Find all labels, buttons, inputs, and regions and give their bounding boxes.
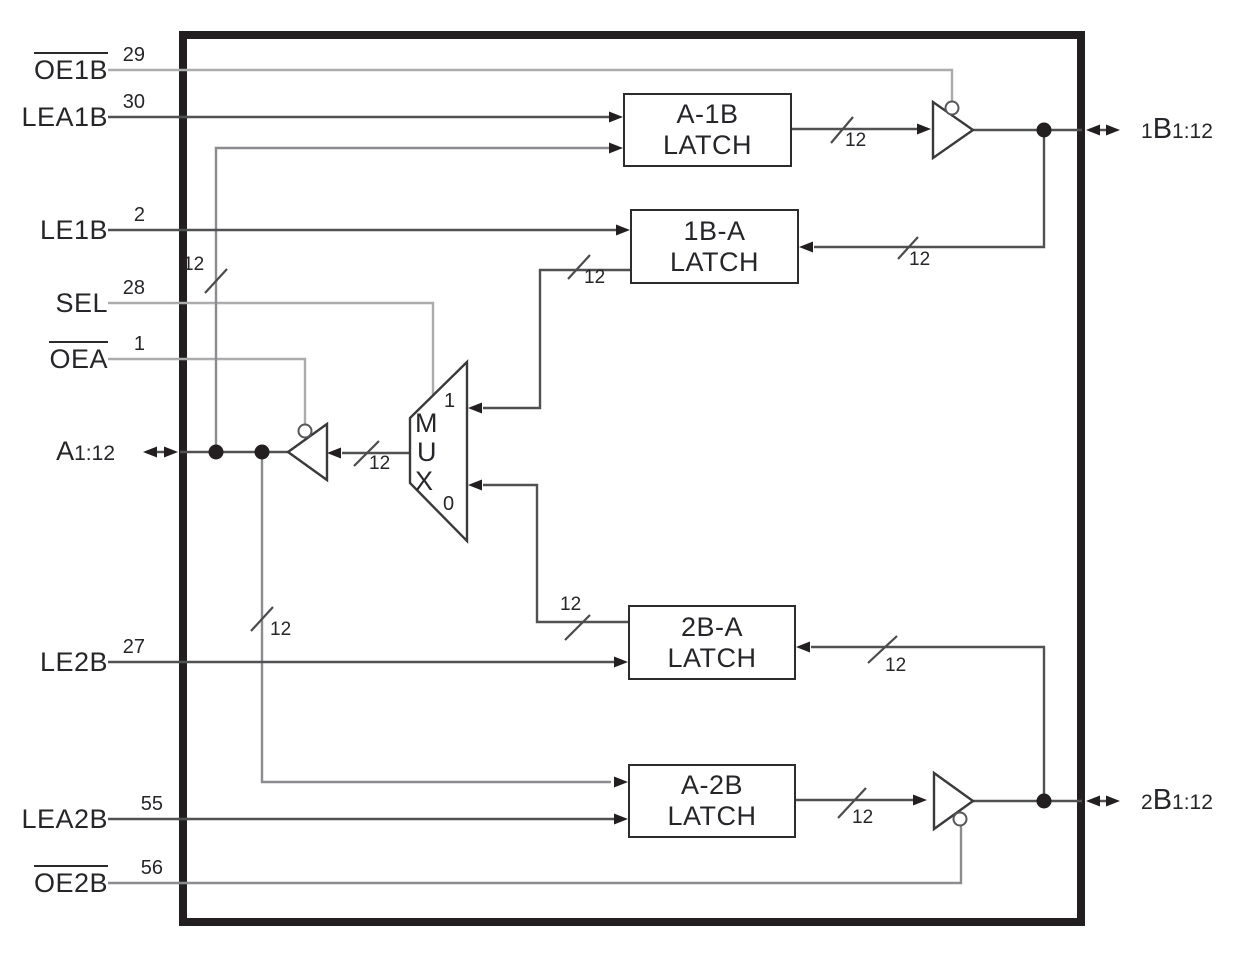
latch-a-1b-line1: A-1B (676, 99, 739, 129)
latch-a-2b-line1: A-2B (680, 770, 744, 800)
pin-label-oe2b: OE2B (33, 865, 108, 899)
wire-2b-feedback (811, 645, 1046, 801)
buffer-1b-enable-bubble-icon (944, 100, 960, 116)
mux-input-0-label: 0 (443, 493, 455, 515)
arrowhead (614, 813, 628, 825)
wire-1b-feedback (814, 130, 1046, 249)
wire-oea (108, 357, 307, 424)
mux-input-1-label: 1 (444, 390, 456, 412)
latch-a-1b-line2: LATCH (662, 130, 752, 160)
bus-slash (567, 254, 591, 280)
arrowhead (614, 656, 628, 668)
pin-number-55: 55 (140, 793, 163, 815)
bus-width-label: 12 (369, 453, 391, 474)
junction-dot (1036, 793, 1052, 809)
pin-label-oea: OEA (49, 341, 108, 375)
junction-dot (254, 444, 270, 460)
arrowhead (164, 446, 178, 458)
arrowhead (1106, 124, 1120, 136)
pin-label-lea1b: LEA1B (21, 102, 108, 132)
wire-1ba-latch-to-mux (483, 268, 630, 410)
junction-dot (208, 444, 224, 460)
bus-width-label: 12 (270, 619, 292, 640)
bus-slash (867, 635, 898, 664)
buffer-1b-triangle (931, 99, 976, 161)
wire-a-to-a2b-latch (260, 452, 611, 784)
arrowhead (609, 111, 623, 123)
mux-letter-u: U (417, 437, 437, 467)
buffer-a-enable-bubble-icon (297, 423, 313, 439)
port-label-2b: 2B1:12 (1141, 784, 1213, 816)
arrowhead (913, 794, 927, 806)
bus-width-label: 12 (845, 130, 867, 151)
arrowhead (614, 776, 628, 788)
pin-number-28: 28 (122, 277, 145, 299)
bus-slash (353, 440, 380, 467)
pin-label-le2b: LE2B (39, 647, 108, 677)
latch-1b-a: 1B-A LATCH (630, 209, 799, 284)
wire-2ba-latch-to-mux (483, 483, 628, 624)
mux-body (408, 359, 469, 544)
bus-slash (837, 787, 867, 819)
bus-slash (564, 614, 591, 641)
mux-letter-x: X (415, 466, 434, 496)
arrowhead (327, 447, 341, 459)
bus-width-label: 12 (852, 807, 874, 828)
bus-width-label: 12 (584, 267, 606, 288)
buffer-2b-enable-bubble-icon (952, 811, 968, 827)
bus-width-label: 12 (183, 254, 205, 275)
buffer-2b-triangle (932, 770, 976, 832)
latch-a-2b: A-2B LATCH (628, 764, 796, 838)
pin-number-56: 56 (140, 857, 163, 879)
latch-1b-a-line2: LATCH (669, 246, 759, 277)
bus-width-label: 12 (909, 249, 931, 270)
port-label-1b: 1B1:12 (1141, 113, 1213, 145)
arrowhead (609, 142, 623, 154)
pin-number-2: 2 (133, 204, 145, 226)
pin-number-30: 30 (122, 91, 145, 113)
arrowhead (1106, 795, 1120, 807)
bus-width-label: 12 (560, 594, 582, 615)
latch-2b-a-line2: LATCH (667, 642, 757, 673)
arrowhead (796, 641, 810, 653)
arrowhead (468, 402, 482, 414)
arrowhead (1086, 124, 1100, 136)
pin-label-le1b: LE1B (39, 215, 108, 245)
pin-label-sel: SEL (55, 288, 108, 318)
arrowhead (616, 224, 630, 236)
pin-number-27: 27 (122, 636, 145, 658)
ic-boundary (179, 31, 1085, 926)
latch-a-2b-line2: LATCH (667, 801, 757, 831)
latch-1b-a-line1: 1B-A (683, 215, 746, 246)
arrowhead (1086, 795, 1100, 807)
pin-number-29: 29 (122, 44, 145, 66)
bus-slash (897, 236, 919, 260)
latch-a-1b: A-1B LATCH (623, 93, 792, 167)
latch-2b-a: 2B-A LATCH (628, 605, 796, 680)
wire-sel (108, 301, 435, 396)
mux-letter-m: M (415, 408, 438, 438)
arrowhead (143, 446, 157, 458)
arrowhead (799, 241, 813, 253)
bus-slash (250, 606, 274, 632)
pin-number-1: 1 (133, 333, 145, 355)
bus-slash (830, 116, 854, 144)
wire-a-to-a1b-latch (214, 146, 611, 452)
pin-label-oe1b: OE1B (33, 52, 108, 86)
junction-dot (1036, 122, 1052, 138)
wire-oe2b (108, 826, 963, 885)
latch-2b-a-line1: 2B-A (680, 611, 744, 642)
pin-label-lea2b: LEA2B (21, 804, 108, 834)
bus-slash (204, 268, 228, 294)
arrowhead (917, 123, 931, 135)
wire-oe1b (108, 68, 954, 101)
arrowhead (468, 479, 482, 491)
bus-width-label: 12 (885, 655, 907, 676)
port-label-a: A1:12 (56, 436, 115, 466)
